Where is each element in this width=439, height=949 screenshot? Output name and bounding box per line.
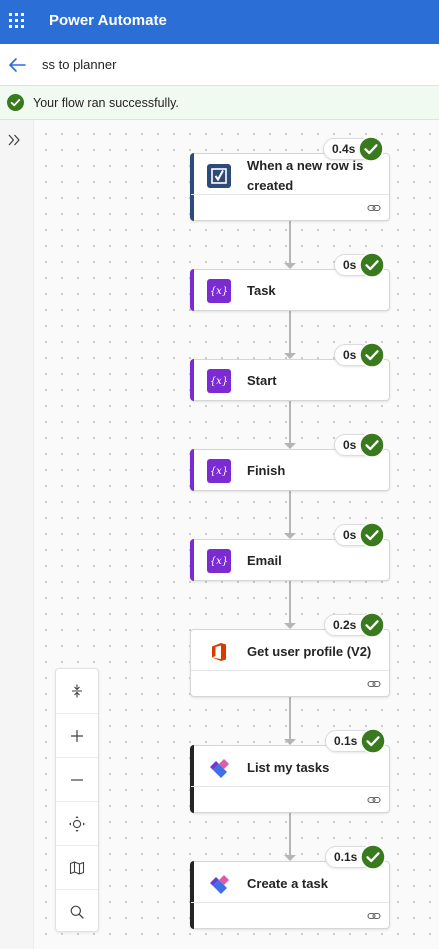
office365-icon [207,640,231,664]
step-title: Create a task [247,876,328,891]
success-check-icon [359,432,386,458]
link-icon [367,912,381,920]
connector-arrow [284,263,296,269]
connector-line [289,221,291,267]
step-footer [191,786,389,812]
step-footer [191,670,389,696]
connector-arrow [284,739,296,745]
app-header: Power Automate [0,0,439,44]
zoom-in-button[interactable] [56,713,98,757]
connector-arrow [284,855,296,861]
flow-step-finish[interactable]: {x} Finish [190,449,390,491]
left-rail [0,120,34,949]
flow-step-task[interactable]: {x} Task [190,269,390,311]
step-accent-bar [190,359,194,401]
step-title: Task [247,283,276,298]
step-title: List my tasks [247,760,330,775]
variable-icon: {x} [207,369,231,393]
fit-view-icon [69,815,85,832]
fit-vertical-button[interactable] [56,669,98,713]
planner-icon [207,872,231,896]
step-accent-bar [190,745,194,813]
step-accent-bar [190,449,194,491]
step-title: Start [247,373,277,388]
success-check-icon [359,612,386,638]
connector-arrow [284,353,296,359]
success-check-icon [359,252,386,278]
minimap-button[interactable] [56,845,98,889]
connector-line [289,697,291,743]
step-duration-badge: 0.2s [324,612,386,638]
connector-line [289,491,291,537]
app-launcher-icon[interactable] [9,13,24,28]
flow-nav-bar: ss to planner [0,44,439,86]
canvas-controls [55,668,99,932]
zoom-out-icon [71,778,83,781]
connector-arrow [284,443,296,449]
step-duration-badge: 0s [334,522,386,548]
fit-vertical-icon [72,684,82,698]
flow-step-list-my-tasks[interactable]: List my tasks [190,745,390,813]
success-check-icon [359,342,386,368]
link-icon [367,796,381,804]
dataverse-icon [207,164,231,188]
step-accent-bar [190,153,194,221]
flow-step-get-user-profile[interactable]: Get user profile (V2) [190,629,390,697]
step-duration-badge: 0s [334,432,386,458]
flow-step-start[interactable]: {x} Start [190,359,390,401]
step-duration-badge: 0s [334,252,386,278]
step-accent-bar [190,539,194,581]
step-title: Email [247,553,282,568]
connector-line [289,311,291,357]
connector-arrow [284,533,296,539]
connector-line [289,581,291,627]
search-icon [70,905,84,919]
zoom-in-icon [71,729,83,742]
flow-step-trigger[interactable]: When a new row is created [190,153,390,221]
run-status-banner: Your flow ran successfully. [0,86,439,120]
planner-icon [207,756,231,780]
link-icon [367,204,381,212]
success-check-icon [359,522,386,548]
connector-line [289,401,291,447]
variable-icon: {x} [207,459,231,483]
step-footer [191,194,389,220]
connector-arrow [284,623,296,629]
step-title: When a new row is created [247,158,364,193]
step-accent-bar [190,861,194,929]
success-check-icon [360,728,387,754]
step-duration-badge: 0.1s [325,844,387,870]
step-duration-badge: 0.4s [323,136,385,162]
success-check-icon [7,94,24,111]
variable-icon: {x} [207,549,231,573]
link-icon [367,680,381,688]
flow-step-email[interactable]: {x} Email [190,539,390,581]
connector-line [289,813,291,859]
back-arrow-icon[interactable] [6,54,28,76]
search-button[interactable] [56,889,98,933]
flow-step-create-a-task[interactable]: Create a task [190,861,390,929]
step-title: Get user profile (V2) [247,644,372,659]
success-check-icon [360,844,387,870]
step-accent-bar [190,269,194,311]
flow-name: ss to planner [42,57,117,72]
variable-icon: {x} [207,279,231,303]
zoom-out-button[interactable] [56,757,98,801]
step-duration-badge: 0.1s [325,728,387,754]
step-footer [191,902,389,928]
step-title: Finish [247,463,286,478]
fit-view-button[interactable] [56,801,98,845]
app-title: Power Automate [49,12,167,29]
step-duration-badge: 0s [334,342,386,368]
expand-chevron-icon[interactable] [6,132,22,148]
run-status-message: Your flow ran successfully. [33,96,179,110]
success-check-icon [358,136,385,162]
minimap-icon [69,860,85,875]
